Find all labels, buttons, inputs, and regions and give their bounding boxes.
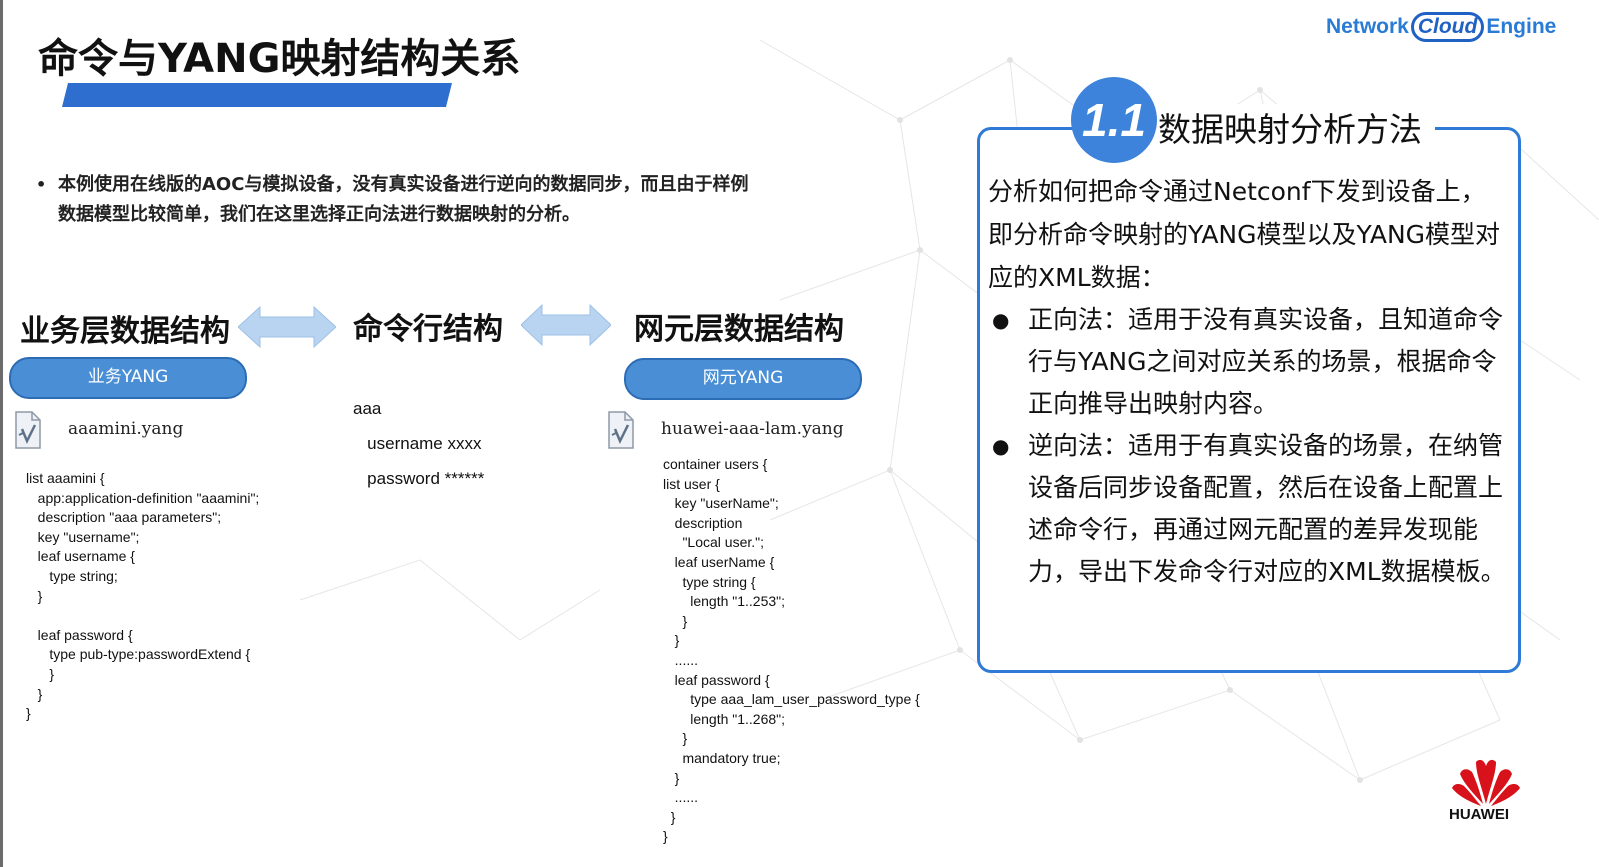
yang-file-icon — [608, 411, 634, 449]
business-yang-filename: aaamini.yang — [68, 419, 184, 439]
huawei-brand-text: HUAWEI — [1449, 806, 1509, 823]
network-layer-header: 网元层数据结构 — [634, 312, 844, 347]
command-line-text: aaa username xxxx password ****** — [353, 399, 485, 488]
panel-title-background — [1155, 104, 1435, 148]
intro-bullet-text: 本例使用在线版的AOC与模拟设备，没有真实设备进行逆向的数据同步，而且由于样例数… — [58, 174, 749, 225]
panel-bullet-forward: ● 正向法：适用于没有真实设备，且知道命令行与YANG之间对应关系的场景，根据命… — [988, 299, 1508, 425]
business-yang-code: list aaamini { app:application-definitio… — [26, 470, 260, 722]
analysis-method-panel — [977, 127, 1521, 673]
section-number-badge: 1.1 — [1071, 77, 1157, 163]
bullet-dot: • — [36, 175, 47, 194]
logo-text-engine: Engine — [1486, 15, 1557, 38]
panel-bullet-text: 逆向法：适用于有真实设备的场景，在纳管设备后同步设备配置，然后在设备上配置上述命… — [1028, 431, 1506, 586]
business-yang-pill: 业务YANG — [9, 357, 247, 399]
network-yang-code: container users { list user { key "userN… — [663, 456, 920, 845]
bullet-dot: ● — [992, 308, 1010, 332]
command-line-header: 命令行结构 — [353, 312, 503, 347]
double-arrow-icon — [238, 305, 336, 349]
double-arrow-icon — [521, 303, 611, 347]
logo-text-network: Network — [1326, 15, 1409, 38]
title-underline-bar — [62, 83, 452, 107]
panel-bullet-text: 正向法：适用于没有真实设备，且知道命令行与YANG之间对应关系的场景，根据命令正… — [1028, 305, 1504, 418]
network-yang-filename: huawei-aaa-lam.yang — [661, 419, 844, 439]
cloud-icon: Cloud — [1410, 12, 1485, 42]
intro-bullet: • 本例使用在线版的AOC与模拟设备，没有真实设备进行逆向的数据同步，而且由于样… — [36, 170, 756, 230]
network-yang-pill: 网元YANG — [624, 358, 862, 400]
huawei-logo-icon — [1452, 759, 1520, 806]
business-layer-header: 业务层数据结构 — [20, 314, 230, 349]
page-title: 命令与YANG映射结构关系 — [38, 36, 521, 82]
bullet-dot: ● — [992, 434, 1010, 458]
left-edge-line — [0, 0, 3, 867]
panel-bullet-reverse: ● 逆向法：适用于有真实设备的场景，在纳管设备后同步设备配置，然后在设备上配置上… — [988, 425, 1508, 593]
yang-file-icon — [15, 411, 41, 449]
panel-title: 数据映射分析方法 — [1158, 110, 1422, 149]
panel-intro-text: 分析如何把命令通过Netconf下发到设备上，即分析命令映射的YANG模型以及Y… — [988, 177, 1501, 292]
